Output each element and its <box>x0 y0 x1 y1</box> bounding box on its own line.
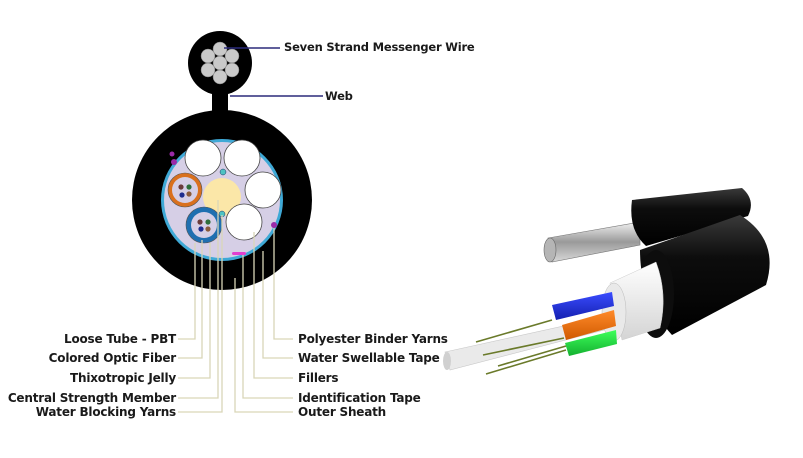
optic-fiber <box>197 219 203 225</box>
polyester-binder-yarn <box>169 151 175 157</box>
filler <box>184 139 222 177</box>
label-polyester-binder-yarns: Polyester Binder Yarns <box>298 332 448 346</box>
optic-fiber <box>198 226 204 232</box>
optic-fibers-3d <box>475 319 567 375</box>
strand <box>200 62 216 78</box>
messenger-end <box>543 237 557 263</box>
label-thixotropic-jelly: Thixotropic Jelly <box>70 371 176 385</box>
messenger-strands <box>200 41 240 85</box>
polyester-binder-yarn <box>171 159 177 165</box>
filler <box>223 139 261 177</box>
strength-member-end <box>443 352 451 370</box>
messenger-wire-cross-section <box>188 31 252 95</box>
strand <box>224 48 240 64</box>
water-blocking-yarn <box>219 168 227 176</box>
leader-strength-member <box>178 200 219 399</box>
loose-tube-orange-3d <box>562 310 616 340</box>
label-water-blocking-yarns: Water Blocking Yarns <box>35 405 176 419</box>
main-cable-cross-section <box>132 110 312 290</box>
optic-fiber <box>178 184 184 190</box>
strand <box>212 69 228 85</box>
label-colored-optic-fiber: Colored Optic Fiber <box>48 351 177 365</box>
label-identification-tape: Identification Tape <box>298 391 421 405</box>
identification-tape <box>232 252 246 255</box>
label-fillers: Fillers <box>298 371 339 385</box>
loose-tube-blue <box>185 206 223 244</box>
strand <box>224 62 240 78</box>
filler <box>244 171 282 209</box>
leader-fillers <box>253 232 293 379</box>
label-outer-sheath: Outer Sheath <box>298 405 387 419</box>
messenger-jacket-3d <box>631 188 751 246</box>
optic-fiber <box>186 184 192 190</box>
leader-colored-fiber <box>178 240 203 359</box>
strand <box>200 48 216 64</box>
label-seven-strand-messenger-wire: Seven Strand Messenger Wire <box>284 40 475 54</box>
label-loose-tube-pbt: Loose Tube - PBT <box>64 332 176 346</box>
optic-fiber <box>179 192 185 198</box>
web <box>212 92 228 114</box>
polyester-binder-yarn <box>271 222 277 228</box>
optic-fiber <box>205 219 211 225</box>
label-central-strength-member: Central Strength Member <box>7 391 176 405</box>
optic-fiber <box>186 191 192 197</box>
strand <box>212 41 228 57</box>
optic-fiber <box>205 226 211 232</box>
central-strength-member <box>203 178 241 216</box>
leader-binder-yarns <box>273 228 293 340</box>
strand <box>212 55 228 71</box>
leader-lines <box>178 200 293 413</box>
messenger-steel-strands <box>547 221 641 263</box>
label-web: Web <box>325 89 353 103</box>
loose-tube-green-3d <box>565 330 617 356</box>
filler <box>225 203 263 241</box>
loose-tube-blue-3d <box>552 292 614 320</box>
leader-id-tape <box>242 255 293 399</box>
cable-3d-illustration <box>443 188 770 375</box>
leader-jelly <box>178 243 211 379</box>
leader-swellable-tape <box>262 251 293 359</box>
loose-tube-orange <box>167 172 203 208</box>
leader-loose-tube <box>178 243 196 340</box>
leader-outer-sheath <box>234 278 293 413</box>
label-water-swellable-tape: Water Swellable Tape <box>298 351 440 365</box>
leader-water-blocking-yarns <box>178 215 223 413</box>
